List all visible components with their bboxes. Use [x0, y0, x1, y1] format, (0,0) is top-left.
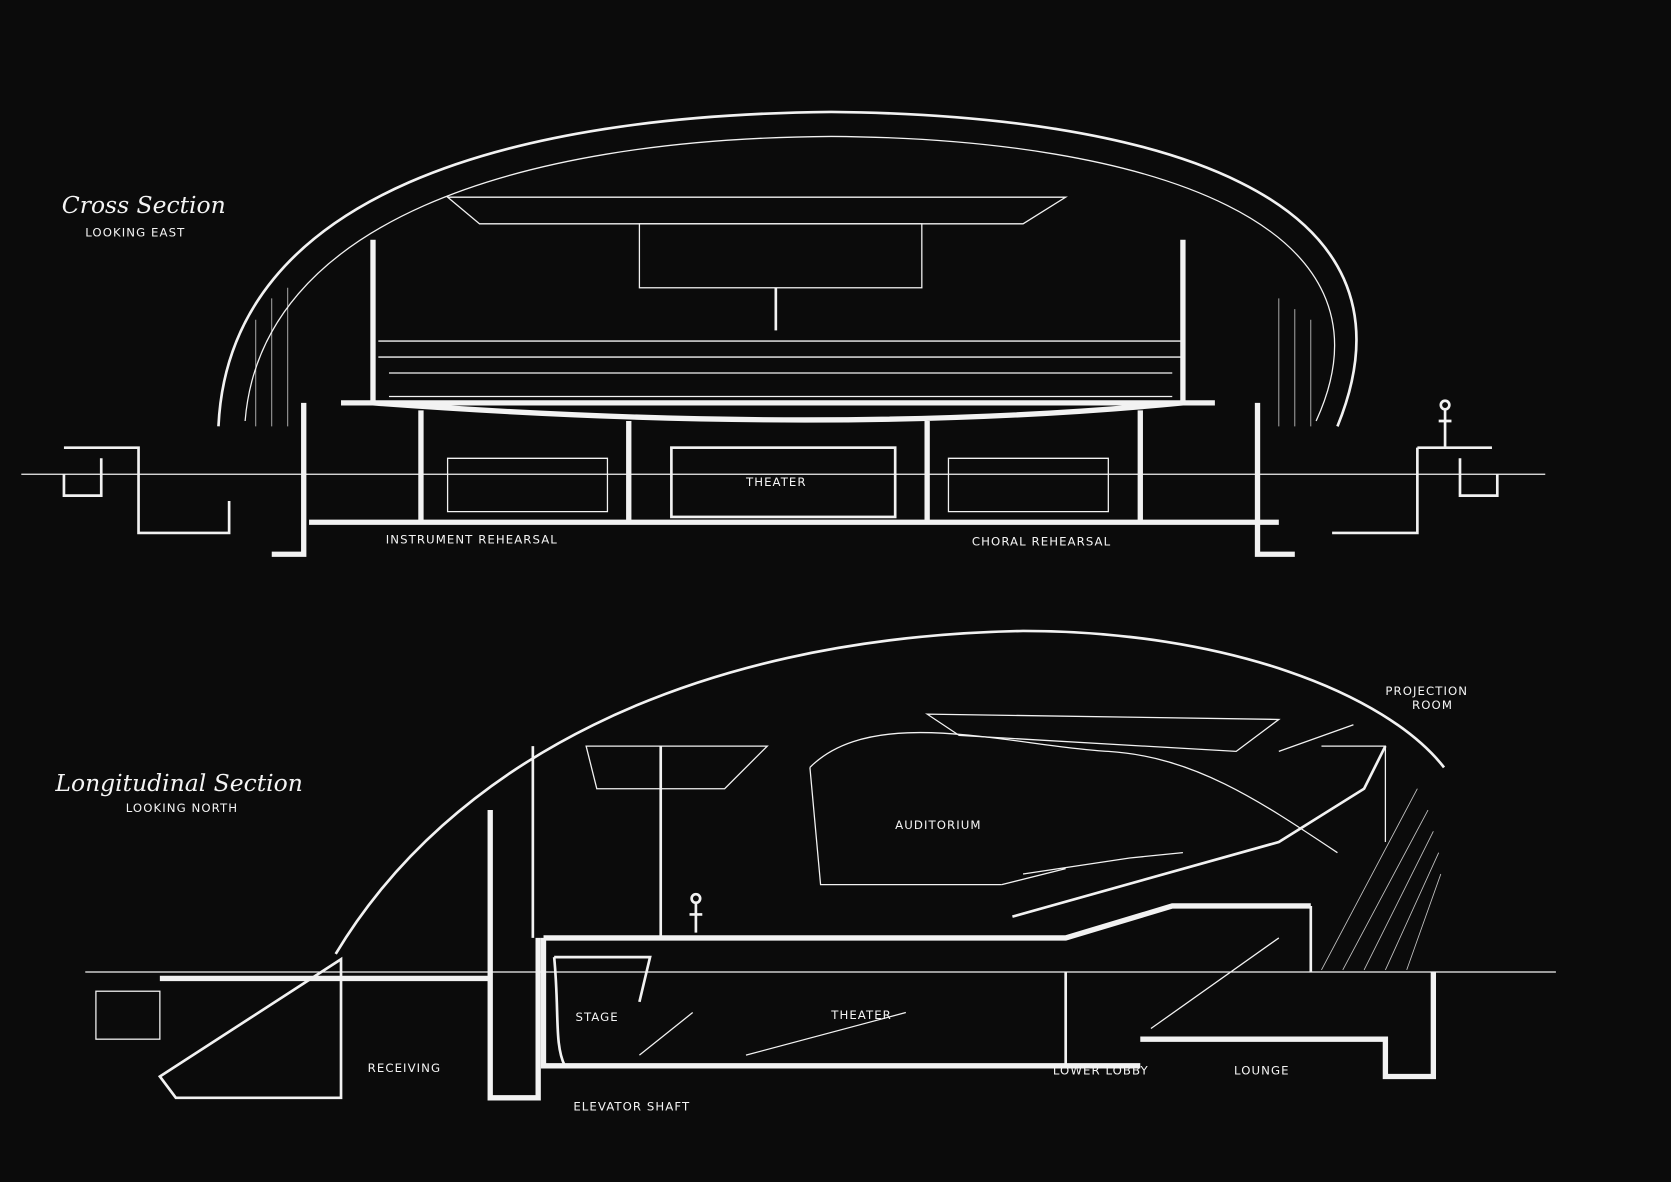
label-auditorium: AUDITORIUM	[895, 818, 981, 832]
label-theater: THEATER	[830, 1008, 892, 1022]
cross-section-subtitle: LOOKING EAST	[85, 226, 185, 240]
longitudinal-section-title: Longitudinal Section	[54, 769, 302, 797]
label-lower-lobby: LOWER LOBBY	[1053, 1063, 1149, 1077]
longitudinal-section-subtitle: LOOKING NORTH	[126, 801, 238, 815]
label-elevator-shaft: ELEVATOR SHAFT	[573, 1100, 690, 1114]
cross-section-dome	[217, 110, 1358, 427]
label-stage: STAGE	[575, 1010, 618, 1024]
longitudinal-section-dome	[334, 629, 1446, 955]
label-theater: THEATER	[745, 475, 807, 489]
longitudinal-section: Longitudinal Section LOOKING NORTH PROJE…	[54, 629, 1556, 1114]
label-projection-room-line1: PROJECTION	[1385, 684, 1468, 698]
label-projection-room-line2: ROOM	[1412, 698, 1453, 712]
label-choral-rehearsal: CHORAL REHEARSAL	[972, 535, 1111, 549]
label-lounge: LOUNGE	[1234, 1063, 1290, 1077]
label-instrument-rehearsal: INSTRUMENT REHEARSAL	[386, 533, 558, 547]
cross-section-title: Cross Section	[62, 191, 226, 219]
cross-section: Cross Section LOOKING EAST THEATER INSTR…	[21, 110, 1546, 557]
label-receiving: RECEIVING	[368, 1061, 442, 1075]
